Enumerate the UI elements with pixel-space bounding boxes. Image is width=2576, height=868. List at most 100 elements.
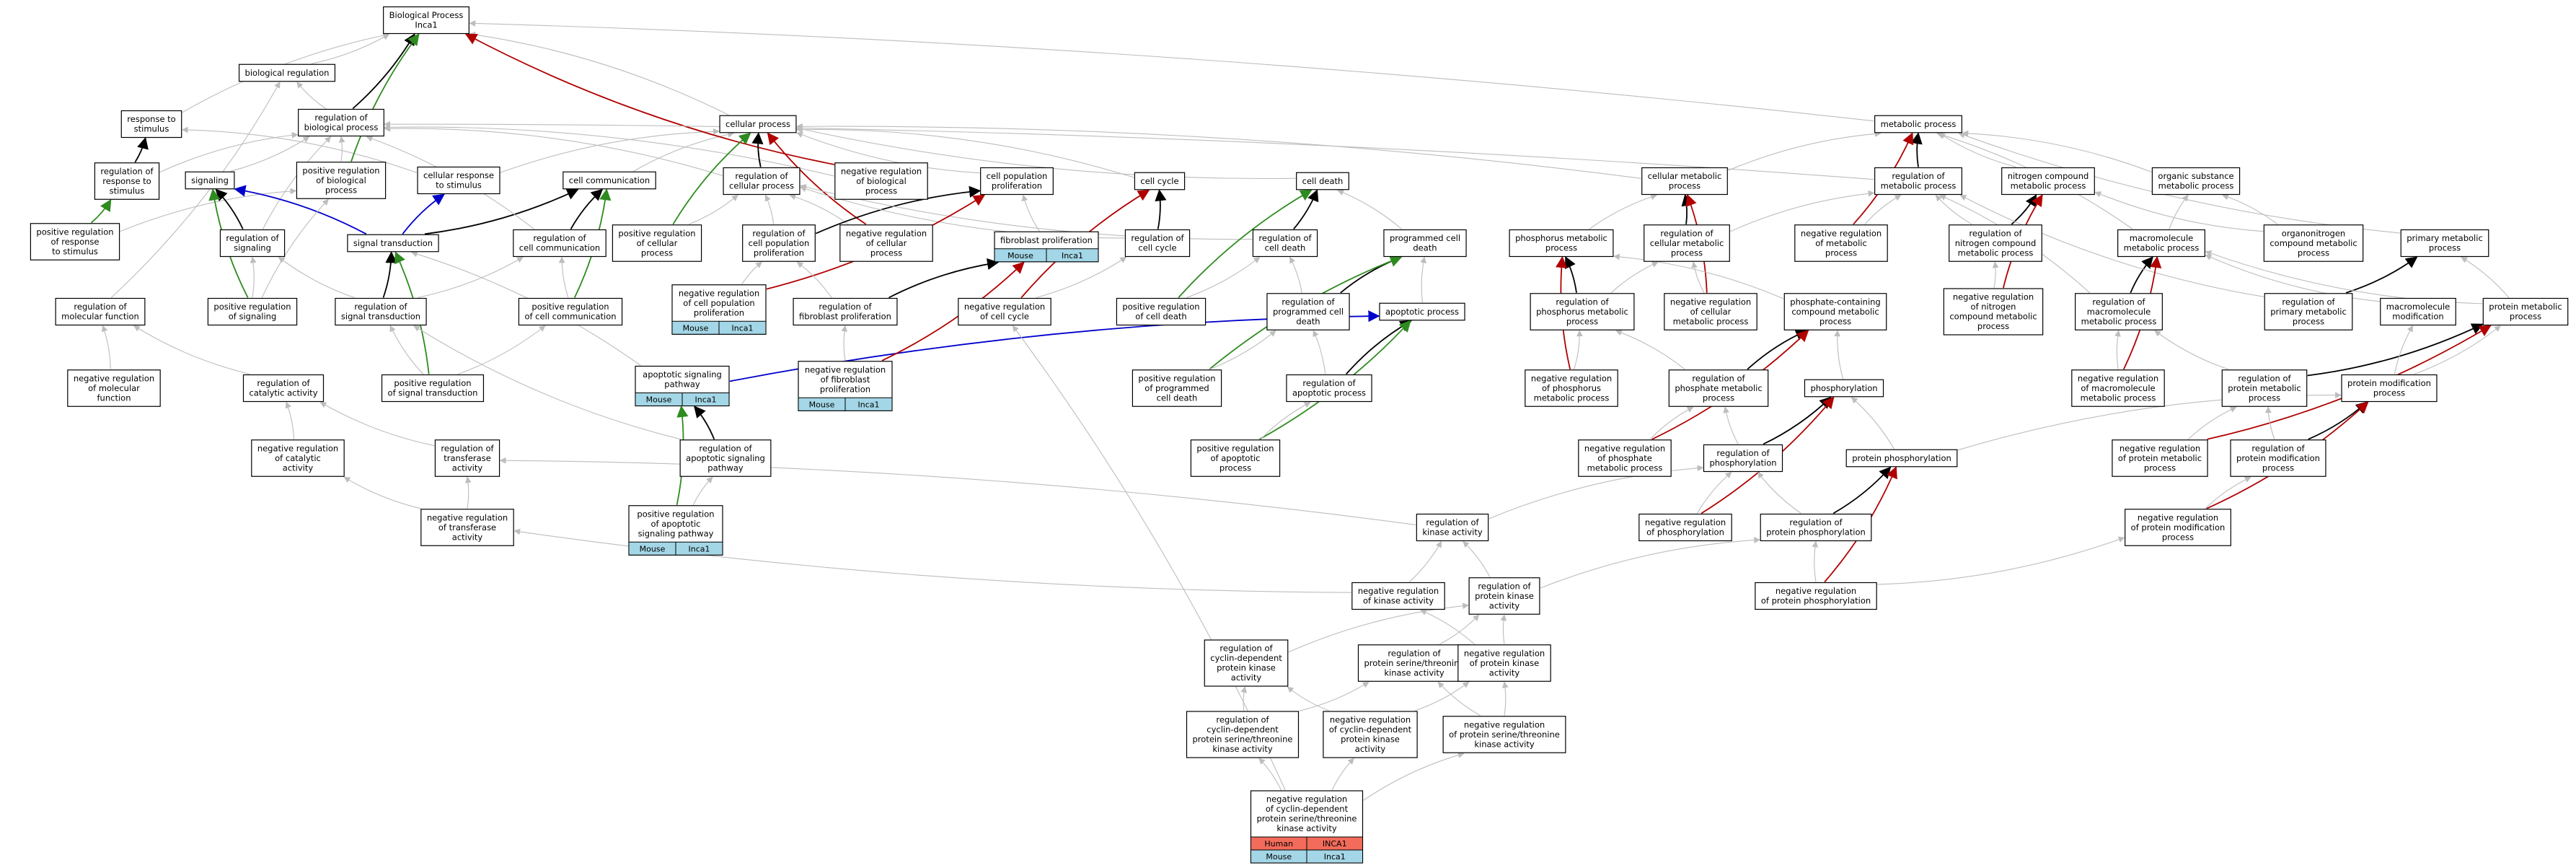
go-term-node-signaling[interactable]: signaling — [185, 171, 235, 190]
edge-default-regcdkpstk-to-regpstk — [1299, 681, 1369, 711]
go-term-node-protphosph[interactable]: protein phosphorylation — [1845, 449, 1958, 468]
go-term-node-phosphorylation[interactable]: phosphorylation — [1804, 379, 1884, 398]
go-term-node-biolreg[interactable]: biological regulation — [238, 63, 336, 82]
go-term-node-cellcomm[interactable]: cell communication — [563, 171, 656, 190]
go-term-node-metab[interactable]: metabolic process — [1874, 115, 1962, 133]
edge-default-regprotmod-to-regprotmetab — [2264, 406, 2275, 439]
go-term-label-line: positive regulation — [302, 165, 379, 175]
go-term-node-cellcycle[interactable]: cell cycle — [1134, 172, 1186, 190]
go-term-node-celldeath[interactable]: cell death — [1296, 172, 1349, 190]
go-term-node-apoptotic[interactable]: apoptotic process — [1379, 302, 1465, 321]
go-term-node-sigtrans[interactable]: signal transduction — [347, 234, 439, 253]
edge-default-negregcdkpstk-to-negregpstk — [1363, 752, 1465, 801]
go-term-node-cellproc[interactable]: cellular process — [719, 115, 797, 133]
edge-default-regapopsig-to-regsigtrans — [413, 325, 682, 440]
go-term-label-line: cell death — [1265, 243, 1306, 253]
